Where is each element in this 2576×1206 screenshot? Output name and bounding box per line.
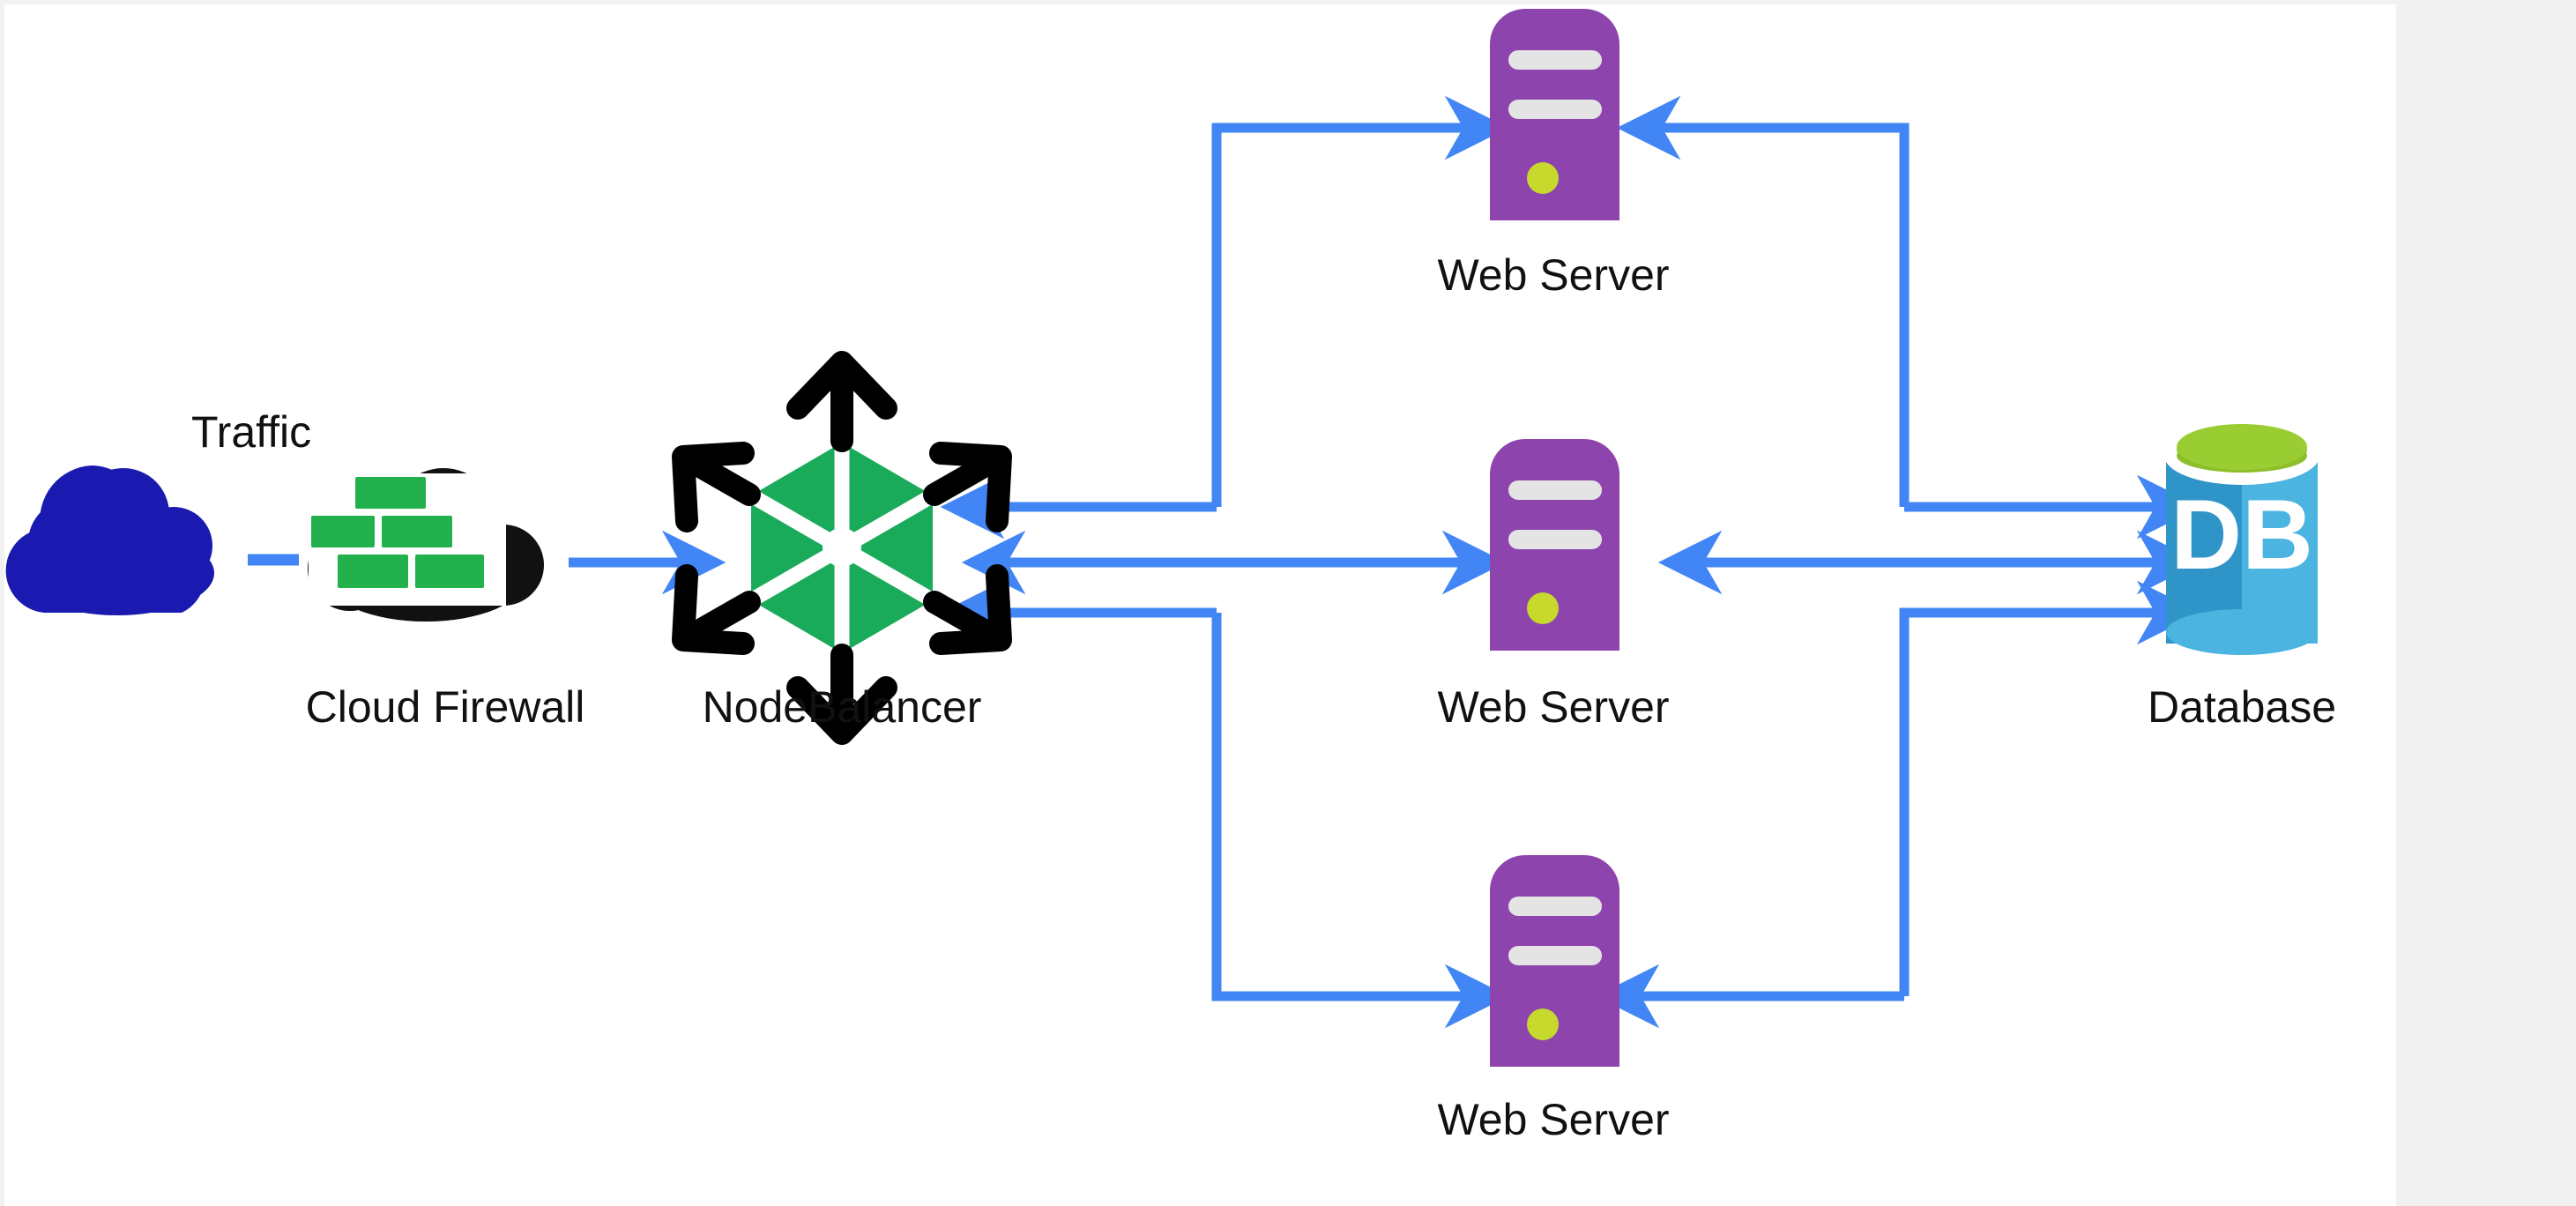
server-bar xyxy=(1508,946,1602,965)
server-led xyxy=(1527,162,1559,194)
server-bar xyxy=(1508,480,1602,500)
firewall-brick xyxy=(338,555,408,588)
server-icon xyxy=(1490,855,1619,1067)
server-icon xyxy=(1490,9,1619,220)
database-label-db: DB xyxy=(2170,480,2313,590)
server-bar xyxy=(1508,530,1602,549)
connector-layer xyxy=(248,95,2201,1029)
label-nodebalancer: NodeBalancer xyxy=(702,682,982,732)
nodebalancer-icon xyxy=(672,351,1012,745)
server-icon xyxy=(1490,439,1619,651)
edge-balancer-to-web-top xyxy=(1211,95,1509,507)
edge-balancer-to-web-bottom xyxy=(1211,613,1509,1029)
edge-web-top-to-balancer xyxy=(1616,95,1910,507)
cloud-icon xyxy=(5,465,214,615)
cloud-firewall-icon xyxy=(308,468,544,622)
label-web-server-top: Web Server xyxy=(1437,250,1670,300)
firewall-brick xyxy=(311,516,375,547)
traffic-label: Traffic xyxy=(191,407,312,457)
label-web-server-middle: Web Server xyxy=(1437,682,1670,732)
firewall-brick xyxy=(382,516,452,547)
firewall-brick xyxy=(415,555,484,588)
label-database: Database xyxy=(2147,682,2337,732)
firewall-brick xyxy=(355,477,426,509)
server-led xyxy=(1527,592,1559,624)
diagram-graphics: DB xyxy=(5,9,2319,1067)
label-cloud-firewall: Cloud Firewall xyxy=(305,682,585,732)
server-bar xyxy=(1508,50,1602,70)
server-bar xyxy=(1508,100,1602,119)
server-led xyxy=(1527,1009,1559,1040)
server-bar xyxy=(1508,897,1602,916)
database-icon: DB xyxy=(2164,424,2319,655)
edge-web-bottom-to-database xyxy=(1899,580,2201,996)
diagram-canvas: DB Traffic Cloud Firewall NodeBalancer W… xyxy=(4,4,2396,1206)
label-web-server-bottom: Web Server xyxy=(1437,1095,1670,1144)
